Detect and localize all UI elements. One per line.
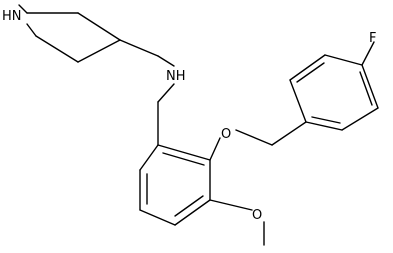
bond bbox=[77, 12, 121, 41]
bond bbox=[271, 121, 307, 146]
bond bbox=[139, 144, 159, 171]
bond bbox=[119, 39, 159, 57]
bond bbox=[157, 55, 175, 67]
bond bbox=[209, 137, 221, 161]
bond bbox=[35, 35, 79, 63]
atom-label-f: F bbox=[369, 31, 376, 46]
atom-label-hn: HN bbox=[2, 9, 22, 24]
piperidine-ring bbox=[18, 4, 121, 63]
bond bbox=[174, 199, 211, 226]
bond bbox=[209, 199, 253, 211]
bond bbox=[305, 121, 343, 131]
bond bbox=[26, 23, 37, 37]
bond bbox=[324, 54, 363, 66]
central-benzene-ring bbox=[139, 144, 211, 226]
amine-linker bbox=[119, 39, 175, 146]
aromatic-inner-bond bbox=[311, 116, 341, 124]
bond bbox=[289, 54, 326, 81]
bond bbox=[361, 64, 379, 109]
bond bbox=[341, 107, 379, 131]
atom-label-nh: NH bbox=[166, 69, 186, 84]
bond bbox=[18, 4, 28, 14]
bond bbox=[77, 39, 121, 63]
bond bbox=[235, 129, 273, 146]
bond bbox=[157, 83, 175, 103]
bond bbox=[289, 79, 307, 123]
aromatic-inner-bond bbox=[174, 195, 204, 217]
bond bbox=[361, 41, 375, 66]
aromatic-inner-bond bbox=[162, 152, 205, 166]
atom-labels: HN NH O O F bbox=[2, 9, 376, 223]
atom-label-ether-o: O bbox=[221, 127, 231, 142]
fluorophenyl-ring bbox=[289, 41, 379, 131]
bond bbox=[139, 209, 176, 226]
benzyloxy-linker bbox=[209, 121, 307, 161]
methoxy-group bbox=[209, 199, 265, 246]
bond bbox=[157, 144, 211, 161]
aromatic-inner-bond bbox=[359, 71, 373, 106]
aromatic-inner-bond bbox=[296, 62, 325, 83]
atom-label-methoxy-o: O bbox=[252, 208, 262, 223]
